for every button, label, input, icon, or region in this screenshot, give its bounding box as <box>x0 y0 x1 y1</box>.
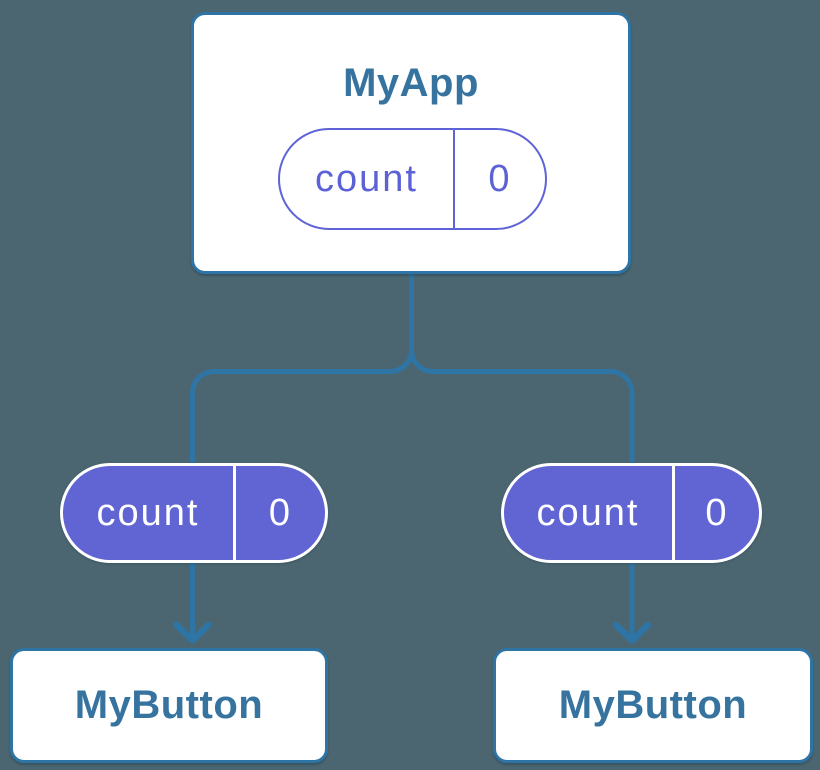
mybutton-node-left: MyButton <box>10 648 328 763</box>
pill-divider <box>453 130 455 228</box>
prop-name-label: count <box>96 491 200 534</box>
myapp-node: MyApp count 0 <box>191 12 631 274</box>
branch-right-connector <box>409 273 635 637</box>
myapp-state-pill: count 0 <box>278 128 547 230</box>
prop-pill-left: count 0 <box>60 463 328 563</box>
state-name-label: count <box>315 157 418 200</box>
prop-pill-right: count 0 <box>501 463 762 563</box>
pill-divider <box>233 466 236 560</box>
prop-name-label: count <box>536 491 640 534</box>
prop-value-label: 0 <box>268 491 293 534</box>
mybutton-title-left: MyButton <box>74 683 264 727</box>
arrowhead-right-icon <box>612 621 652 644</box>
state-value-label: 0 <box>488 157 512 200</box>
branch-left-connector <box>190 273 414 637</box>
prop-value-label: 0 <box>705 491 729 534</box>
myapp-title: MyApp <box>343 61 479 105</box>
arrowhead-left-icon <box>173 621 212 644</box>
mybutton-node-right: MyButton <box>493 648 813 763</box>
mybutton-title-right: MyButton <box>558 683 748 727</box>
pill-divider <box>672 466 675 560</box>
